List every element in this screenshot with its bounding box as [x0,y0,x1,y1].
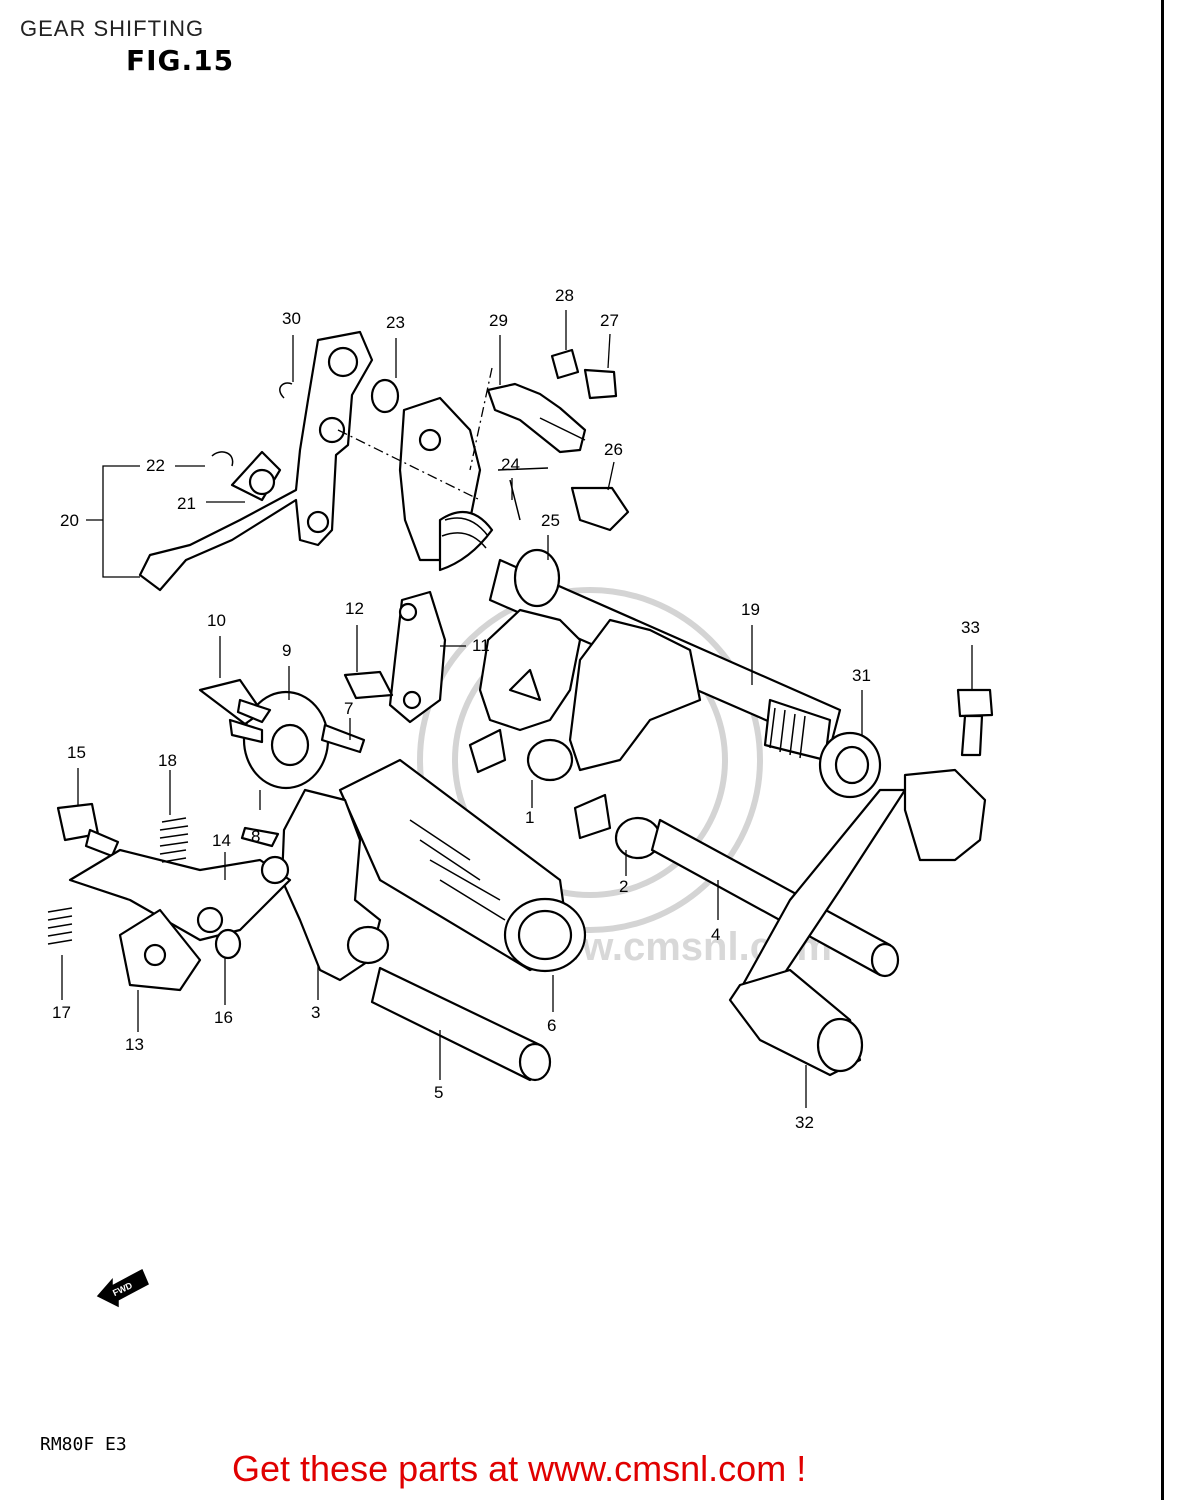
model-code: RM80F E3 [40,1434,127,1455]
callout-15: 15 [67,743,86,762]
callout-24: 24 [501,455,520,474]
gear-shift-shaft-and-lever [728,688,994,1077]
callout-31: 31 [852,666,871,685]
callout-4: 4 [711,925,720,944]
callout-25: 25 [541,511,560,530]
callout-26: 26 [604,440,623,459]
callout-30: 30 [282,309,301,328]
callout-22: 22 [146,456,165,475]
callout-11: 11 [472,636,490,655]
leader-lines [61,310,973,1108]
callout-numbers: 1 2 3 4 5 6 7 8 9 10 11 12 13 14 15 16 1… [52,286,980,1132]
lower-left-small-parts [47,670,394,992]
footer-promo-text: Get these parts at www.cmsnl.com ! [232,1448,807,1489]
shift-fork-shaft-with-forks [388,548,842,860]
callout-32: 32 [795,1113,814,1132]
page-border-line [1161,0,1164,1500]
callout-17: 17 [52,1003,71,1022]
gear-shift-cam [228,690,587,973]
callout-6: 6 [547,1016,556,1035]
callout-2: 2 [619,877,628,896]
diagram-title: GEAR SHIFTING [20,16,205,41]
callout-27: 27 [600,311,619,330]
callout-20: 20 [60,511,79,530]
gear-shift-arm-assembly [138,330,374,592]
callout-7: 7 [344,699,353,718]
callout-23: 23 [386,313,405,332]
callout-1: 1 [525,808,534,827]
figure-number: FIG.15 [126,44,235,77]
callout-18: 18 [158,751,177,770]
forward-arrow-icon: FWD [96,1268,149,1308]
callout-9: 9 [282,641,291,660]
callout-8: 8 [251,827,260,846]
callout-3: 3 [311,1003,320,1022]
callout-12: 12 [345,599,364,618]
callout-13: 13 [125,1035,144,1054]
callout-29: 29 [489,311,508,330]
callout-10: 10 [207,611,226,630]
callout-19: 19 [741,600,760,619]
callout-33: 33 [961,618,980,637]
callout-16: 16 [214,1008,233,1027]
callout-5: 5 [434,1083,443,1102]
callout-14: 14 [212,831,231,850]
shift-fork-and-shafts [280,788,900,1082]
callout-21: 21 [177,494,196,513]
shift-cam-stopper-assembly [337,348,630,572]
callout-28: 28 [555,286,574,305]
